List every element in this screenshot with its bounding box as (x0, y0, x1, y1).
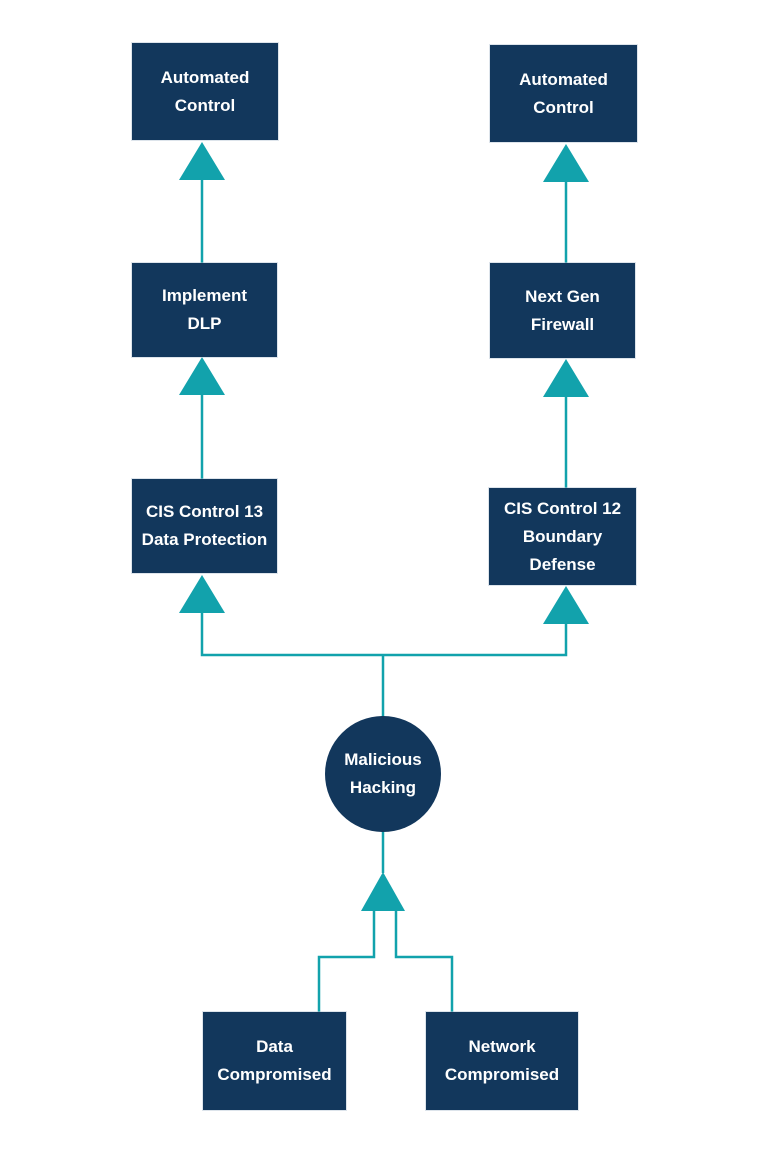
arrow-up-icon (543, 359, 589, 397)
node-label-line: Firewall (530, 314, 595, 334)
node-cis-control-12: CIS Control 12 Boundary Defense (489, 488, 636, 585)
arrow-up-icon (179, 142, 225, 180)
node-label-line: Hacking (349, 778, 417, 797)
arrow-up-icon (543, 586, 589, 624)
node-label-line: Compromised (444, 1065, 560, 1084)
arrow-up-icon (361, 872, 405, 911)
node-label-line: CIS Control 13 (145, 502, 264, 521)
edge-data-compromised-branch (317, 911, 376, 1012)
edge-hacking-splitter (200, 613, 568, 657)
node-label-line: Automated (519, 69, 608, 89)
arrow-up-icon (543, 144, 589, 182)
node-data-compromised: Data Compromised (203, 1012, 346, 1110)
node-network-compromised: Network Compromised (426, 1012, 578, 1110)
node-implement-dlp: Implement DLP (132, 263, 277, 357)
node-automated-control-left: Automated Control (132, 43, 278, 140)
node-label-line: Automated (160, 67, 250, 87)
node-label-line: DLP (187, 314, 222, 333)
arrow-up-icon (179, 575, 225, 613)
arrow-up-icon (179, 357, 225, 395)
node-label-line: CIS Control 12 (503, 498, 622, 518)
node-label-line: Data (256, 1037, 293, 1056)
node-next-gen-firewall: Next Gen Firewall (490, 263, 635, 358)
node-label-line: Compromised (217, 1065, 332, 1084)
node-label-line: Control (174, 95, 236, 115)
node-label-line: Defense (529, 554, 596, 574)
node-label-line: Malicious (344, 750, 422, 769)
node-label-line: Next Gen (525, 286, 600, 306)
node-label-line: Control (533, 97, 594, 117)
node-malicious-hacking: Malicious Hacking (325, 716, 441, 832)
node-label-line: Implement (161, 286, 248, 305)
node-label-line: Data Protection (141, 530, 268, 549)
node-label-line: Network (468, 1037, 536, 1056)
edge-network-compromised-branch (394, 911, 454, 1012)
node-automated-control-right: Automated Control (490, 45, 637, 142)
node-cis-control-13: CIS Control 13 Data Protection (132, 479, 277, 573)
node-label-line: Boundary (522, 526, 603, 546)
